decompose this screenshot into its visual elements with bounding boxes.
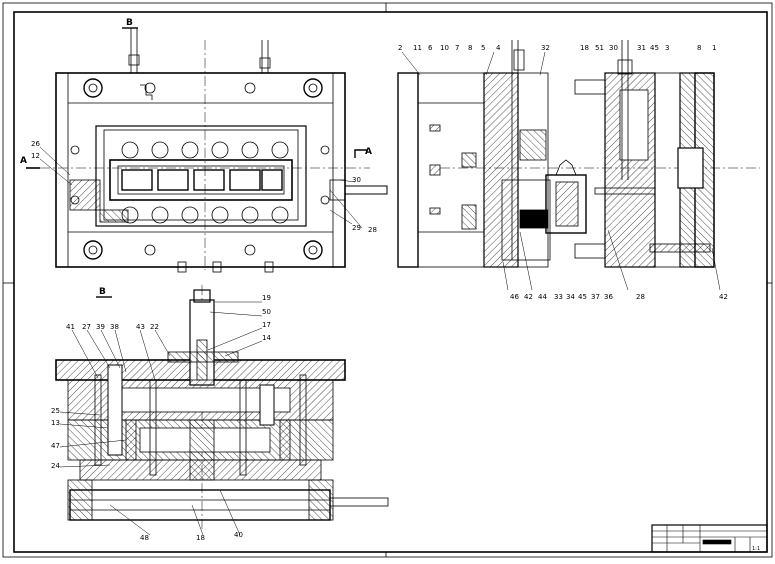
part-label: 13 [51,419,60,427]
part-label: 38 [110,323,119,331]
part-label: 30 [352,176,361,184]
section-letter-a-right: A [365,147,372,157]
part-label: 44 [538,293,547,301]
part-label: 36 [604,293,613,301]
part-label: 22 [150,323,159,331]
part-label: 32 [541,44,550,52]
part-label: 33 [554,293,563,301]
part-label: 41 [66,323,75,331]
part-label: 27 [82,323,91,331]
part-label: 5 [481,44,485,52]
part-label: 19 [262,294,271,302]
part-label: 11 [413,44,422,52]
section-a-top-labels: 2 11 6 10 7 8 5 4 32 18 51 30 31 45 3 8 … [398,44,716,52]
part-label: 39 [96,323,105,331]
part-label: 45 [650,44,659,52]
section-b-labels: B 41 27 39 38 43 22 19 50 17 14 25 13 47… [51,287,271,542]
part-label: 28 [636,293,645,301]
part-label: 14 [262,334,271,342]
section-letter-b: B [126,18,133,28]
part-label: 3 [665,44,669,52]
part-label: 45 [578,293,587,301]
part-label: 26 [31,140,40,148]
title-block [651,524,768,553]
plan-view [26,28,388,273]
part-label: 25 [51,407,60,415]
part-label: 34 [566,293,575,301]
part-label: 7 [455,44,459,52]
part-label: 31 [637,44,646,52]
part-label: 29 [352,224,361,232]
part-label: 4 [496,44,501,52]
part-label: 47 [51,442,60,450]
part-label: 17 [262,321,271,329]
part-label: 43 [136,323,145,331]
part-label: 8 [697,44,701,52]
part-label: 40 [234,531,243,539]
section-letter-b-bottom: B [99,287,106,297]
part-label: 37 [591,293,600,301]
drawing-scale: 1:1 [752,546,760,552]
section-marker-b-top: B A A [20,18,372,166]
part-label: 42 [719,293,728,301]
part-label: 1 [712,44,716,52]
plan-view-labels: 26 12 30 29 28 [31,140,377,234]
part-label: 2 [398,44,402,52]
part-label: 24 [51,462,60,470]
part-label: 18 [196,534,205,542]
part-label: 12 [31,152,40,160]
part-label: 18 [580,44,589,52]
part-label: 51 [595,44,604,52]
section-a-view [397,40,760,291]
part-label: 30 [609,44,618,52]
part-label: 6 [428,44,433,52]
part-label: 8 [468,44,472,52]
part-label: 10 [440,44,449,52]
section-a-bottom-labels: 46 42 44 33 34 45 37 36 28 42 [510,293,728,301]
part-label: 28 [368,226,377,234]
part-label: 46 [510,293,519,301]
part-label: 50 [262,308,271,316]
section-b-view [55,285,389,536]
section-letter-a-left: A [20,156,27,166]
part-label: 48 [140,534,149,542]
part-label: 42 [524,293,533,301]
